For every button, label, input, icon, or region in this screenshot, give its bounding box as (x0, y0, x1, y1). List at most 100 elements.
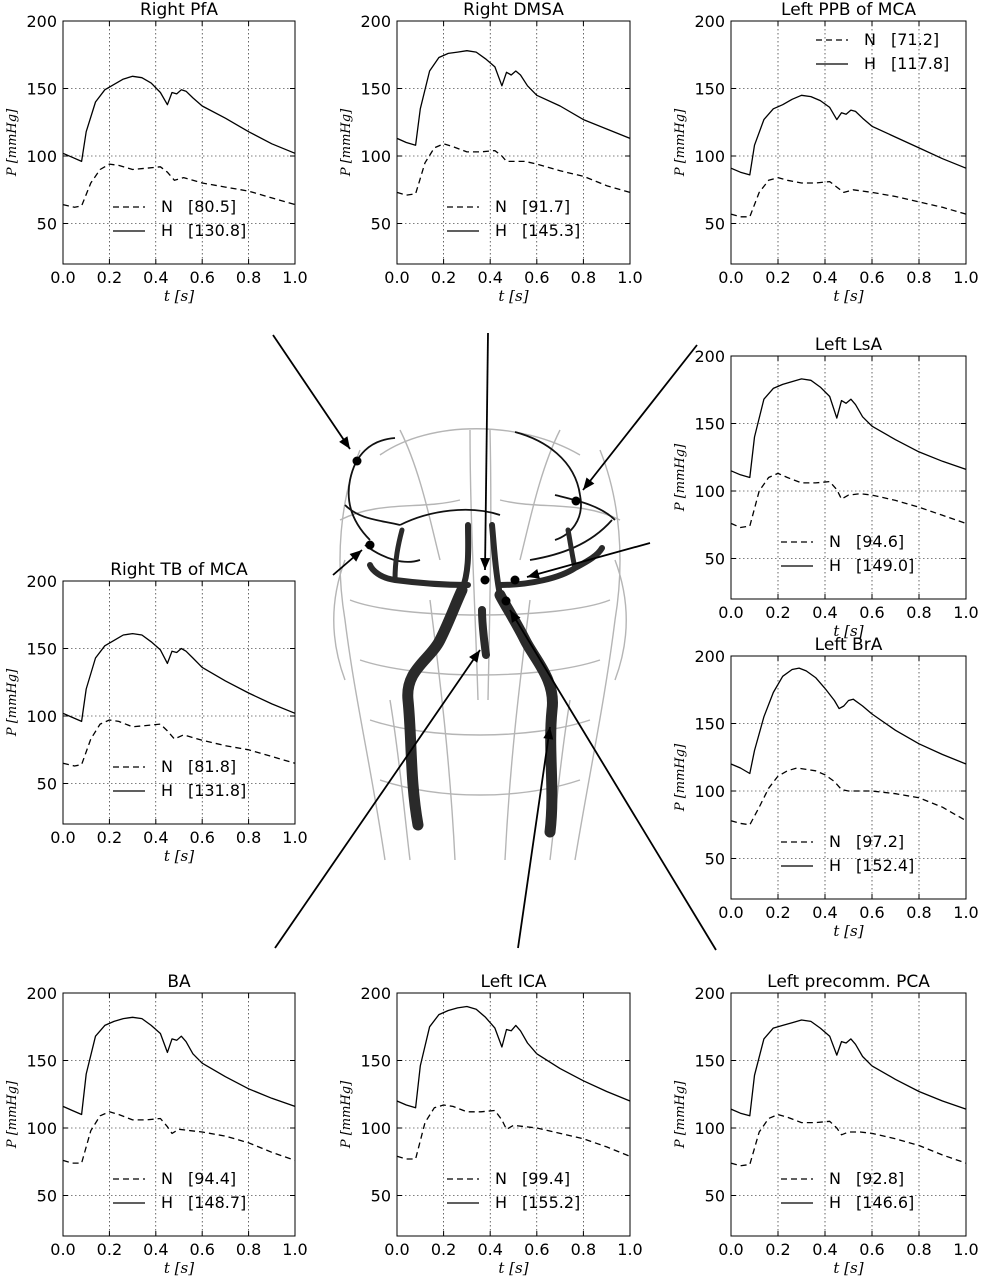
chart-title: Left BrA (815, 635, 883, 655)
pointer-arrow-head (469, 650, 480, 663)
x-tick-label: 0.4 (812, 903, 837, 922)
plot-background (731, 656, 966, 899)
x-tick-label: 0.8 (236, 828, 261, 847)
legend-series-name: H (495, 1193, 507, 1212)
peripheral-vessel (379, 428, 581, 456)
legend-series-name: H (161, 781, 173, 800)
x-tick-label: 0.0 (50, 268, 75, 287)
legend: N[92.8]H[146.6] (781, 1169, 914, 1212)
x-tick-label: 0.8 (906, 903, 931, 922)
plot-background (63, 993, 295, 1236)
pointer-arrow-shaft (582, 344, 698, 491)
x-tick-label: 0.4 (143, 1240, 168, 1259)
legend: N[94.4]H[148.7] (113, 1169, 246, 1212)
y-axis-label: P [mmHg] (673, 443, 688, 512)
series-line-n (730, 767, 967, 826)
peripheral-vessel (469, 429, 479, 701)
series-line-h (62, 75, 296, 163)
pointer-arrow-head (583, 477, 595, 490)
chart-title: BA (167, 972, 191, 992)
y-axis-label: P [mmHg] (673, 108, 688, 177)
x-tick-label: 1.0 (953, 903, 978, 922)
y-tick-label: 100 (26, 147, 57, 166)
legend-mean-value: [130.8] (188, 221, 246, 240)
y-tick-label: 50 (705, 215, 725, 234)
major-artery (565, 527, 578, 571)
axes-frame (730, 355, 967, 600)
series-line-h (730, 378, 967, 479)
y-axis-label: P [mmHg] (339, 108, 354, 177)
legend-mean-value: [148.7] (188, 1193, 246, 1212)
series-line-n (730, 1113, 967, 1167)
cerebral-branch (514, 431, 582, 541)
x-tick-label: 0.2 (431, 1240, 456, 1259)
legend-series-name: H (161, 221, 173, 240)
y-tick-label: 200 (694, 347, 725, 366)
y-tick-label: 150 (26, 640, 57, 659)
legend-mean-value: [149.0] (856, 556, 914, 575)
y-tick-label: 150 (694, 80, 725, 99)
x-tick-label: 0.6 (189, 828, 214, 847)
y-tick-label: 150 (360, 80, 391, 99)
y-axis-label: P [mmHg] (5, 668, 20, 737)
x-tick-label: 0.6 (189, 1240, 214, 1259)
x-tick-label: 0.6 (524, 268, 549, 287)
pointer-arrow-shaft (517, 726, 551, 949)
measurement-point-marker (352, 456, 362, 466)
x-tick-label: 0.2 (765, 1240, 790, 1259)
x-axis-label: t [s] (498, 1259, 528, 1277)
x-tick-label: 1.0 (282, 268, 307, 287)
axes-frame (396, 992, 631, 1237)
legend-mean-value: [92.8] (856, 1169, 904, 1188)
major-artery (402, 584, 468, 831)
x-tick-label: 0.6 (524, 1240, 549, 1259)
y-tick-label: 50 (705, 850, 725, 869)
peripheral-vessel (614, 559, 627, 681)
pointer-arrows (272, 332, 717, 951)
x-tick-label: 0.8 (571, 268, 596, 287)
x-tick-label: 0.8 (906, 603, 931, 622)
y-tick-label: 200 (360, 12, 391, 31)
legend: N[71.2]H[117.8] (816, 30, 949, 73)
y-tick-label: 50 (371, 215, 391, 234)
y-tick-label: 100 (26, 1119, 57, 1138)
legend-mean-value: [155.2] (522, 1193, 580, 1212)
chart-title: Left LsA (815, 335, 883, 355)
plot-background (731, 356, 966, 599)
x-axis-label: t [s] (498, 287, 528, 305)
peripheral-vessel (549, 699, 571, 861)
y-tick-label: 150 (360, 1052, 391, 1071)
y-tick-label: 50 (37, 215, 57, 234)
legend: N[97.2]H[152.4] (781, 832, 914, 875)
legend-series-name: H (829, 556, 841, 575)
x-tick-label: 1.0 (617, 268, 642, 287)
x-tick-label: 0.4 (143, 268, 168, 287)
peripheral-vessel (399, 429, 441, 561)
pointer-arrow-head (480, 557, 491, 570)
peripheral-vessel (333, 559, 346, 681)
measurement-point-marker (571, 496, 581, 506)
series-line-h (396, 1005, 631, 1109)
pointer-arrow (274, 649, 481, 949)
peripheral-vessel (574, 449, 621, 861)
legend-series-name: H (864, 54, 876, 73)
pointer-arrow-head (543, 727, 554, 740)
legend-mean-value: [80.5] (188, 197, 236, 216)
y-tick-label: 50 (37, 1187, 57, 1206)
pointer-arrow-head (510, 610, 521, 623)
pointer-arrow (332, 549, 363, 576)
x-tick-label: 1.0 (617, 1240, 642, 1259)
cerebral-branch (399, 508, 501, 526)
y-tick-label: 50 (37, 775, 57, 794)
pointer-arrow-shaft (484, 332, 489, 571)
legend-series-name: N (495, 197, 507, 216)
legend-series-name: N (161, 197, 173, 216)
peripheral-vessel (359, 659, 601, 676)
pointer-arrow (272, 334, 351, 450)
y-tick-label: 150 (694, 715, 725, 734)
x-tick-label: 0.4 (477, 1240, 502, 1259)
